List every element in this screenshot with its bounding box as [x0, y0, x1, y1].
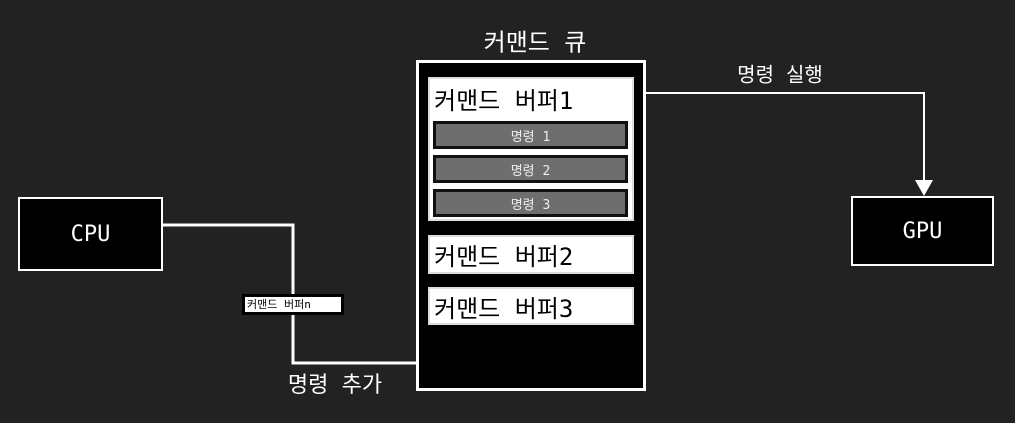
gpu-box: GPU [851, 196, 994, 266]
command-buffer-2: 커맨드 버퍼2 [428, 235, 634, 274]
execute-arrow [633, 92, 925, 182]
buffer-label: 커맨드 버퍼1 [434, 87, 574, 115]
command-buffer-3: 커맨드 버퍼3 [428, 287, 634, 325]
command-3: 명령 3 [431, 187, 630, 219]
new-buffer-label: 커맨드 버퍼n [242, 294, 344, 315]
add-command-label: 명령 추가 [287, 373, 383, 398]
execute-arrowhead [915, 180, 933, 196]
command-1: 명령 1 [431, 119, 630, 151]
queue-title: 커맨드 큐 [483, 28, 587, 57]
cpu-box: CPU [18, 197, 163, 271]
execute-command-label: 명령 실행 [737, 62, 823, 87]
command-2: 명령 2 [431, 153, 630, 185]
